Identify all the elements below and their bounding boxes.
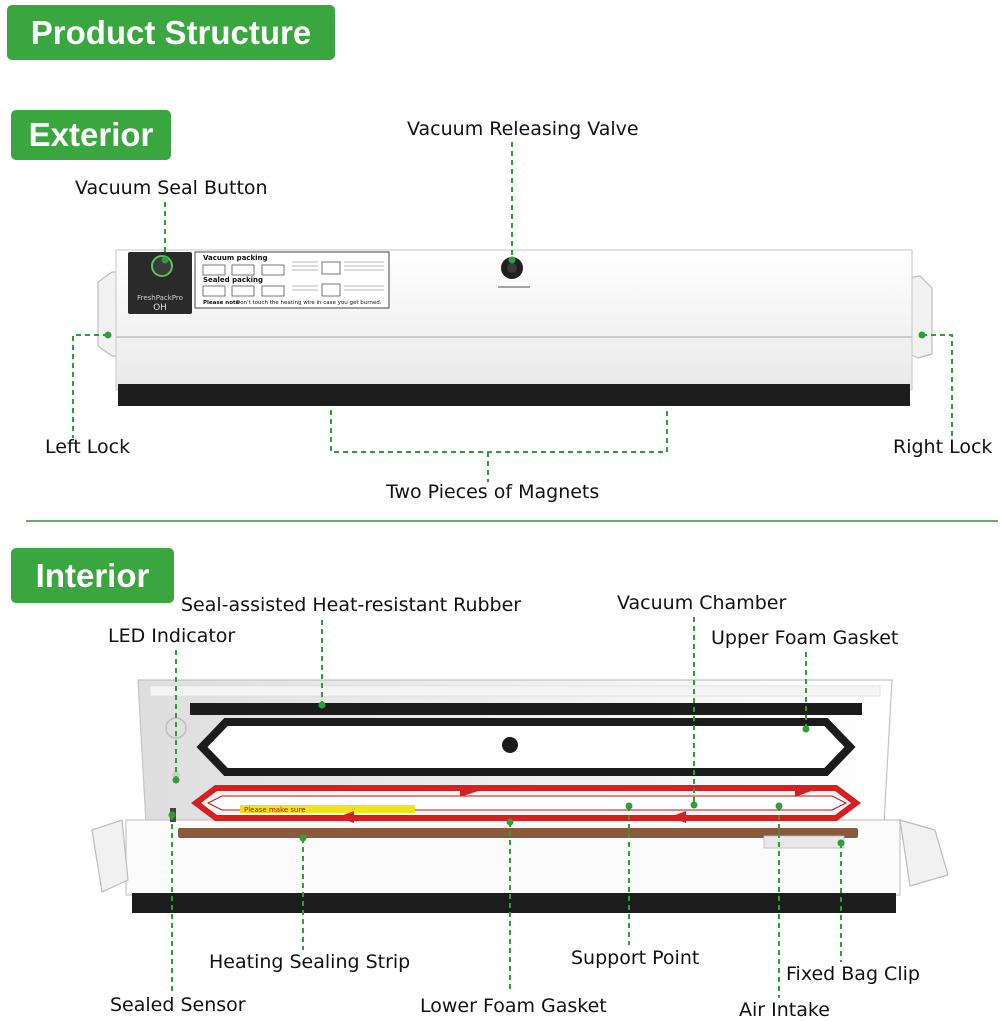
label-vacuum-releasing-valve: Vacuum Releasing Valve	[407, 118, 639, 140]
page-title-badge: Product Structure	[7, 5, 335, 60]
label-two-pieces-of-magnets: Two Pieces of Magnets	[386, 481, 600, 503]
panel-mode: OH	[153, 303, 167, 313]
label-heating-sealing-strip: Heating Sealing Strip	[209, 951, 411, 973]
panel-sealed-packing: Sealed packing	[203, 276, 263, 284]
device-base	[118, 384, 910, 406]
label-support-point: Support Point	[571, 947, 700, 969]
heat-resistant-rubber	[190, 703, 862, 715]
exterior-leader-dots	[104, 256, 926, 339]
interior-leader-dots	[168, 701, 845, 847]
interior-device: Please make sure	[91, 679, 949, 913]
heating-sealing-strip	[178, 828, 858, 838]
label-air-intake: Air Intake	[739, 999, 830, 1021]
control-panel	[128, 252, 192, 314]
label-seal-assisted-rubber: Seal-assisted Heat-resistant Rubber	[181, 594, 522, 616]
label-lower-foam-gasket: Lower Foam Gasket	[420, 995, 607, 1017]
interior-section-badge: Interior	[11, 548, 174, 603]
vacuum-chamber-hole	[502, 737, 518, 753]
label-sealed-sensor: Sealed Sensor	[110, 994, 246, 1016]
exterior-section-badge: Exterior	[11, 110, 171, 160]
panel-warning-text: Don't touch the heating wire in case you…	[236, 300, 382, 306]
label-vacuum-seal-button: Vacuum Seal Button	[75, 177, 268, 199]
label-right-lock: Right Lock	[893, 436, 993, 458]
exterior-device: FreshPackPro OH Vacuum packing Sealed pa…	[97, 249, 933, 406]
label-fixed-bag-clip: Fixed Bag Clip	[786, 963, 920, 985]
interior-base	[132, 893, 896, 913]
label-vacuum-chamber: Vacuum Chamber	[617, 592, 787, 614]
exterior-leader-lines	[72, 142, 953, 482]
panel-warning-prefix: Please note	[203, 300, 240, 306]
label-led-indicator: LED Indicator	[108, 625, 236, 647]
interior-leader-lines	[171, 617, 842, 998]
strip-note: Please make sure	[244, 806, 306, 814]
panel-brand: FreshPackPro	[137, 294, 183, 302]
upper-foam-gasket	[196, 718, 856, 776]
label-upper-foam-gasket: Upper Foam Gasket	[711, 627, 899, 649]
instruction-label	[194, 251, 390, 309]
panel-vacuum-packing: Vacuum packing	[203, 254, 268, 262]
label-left-lock: Left Lock	[45, 436, 131, 458]
